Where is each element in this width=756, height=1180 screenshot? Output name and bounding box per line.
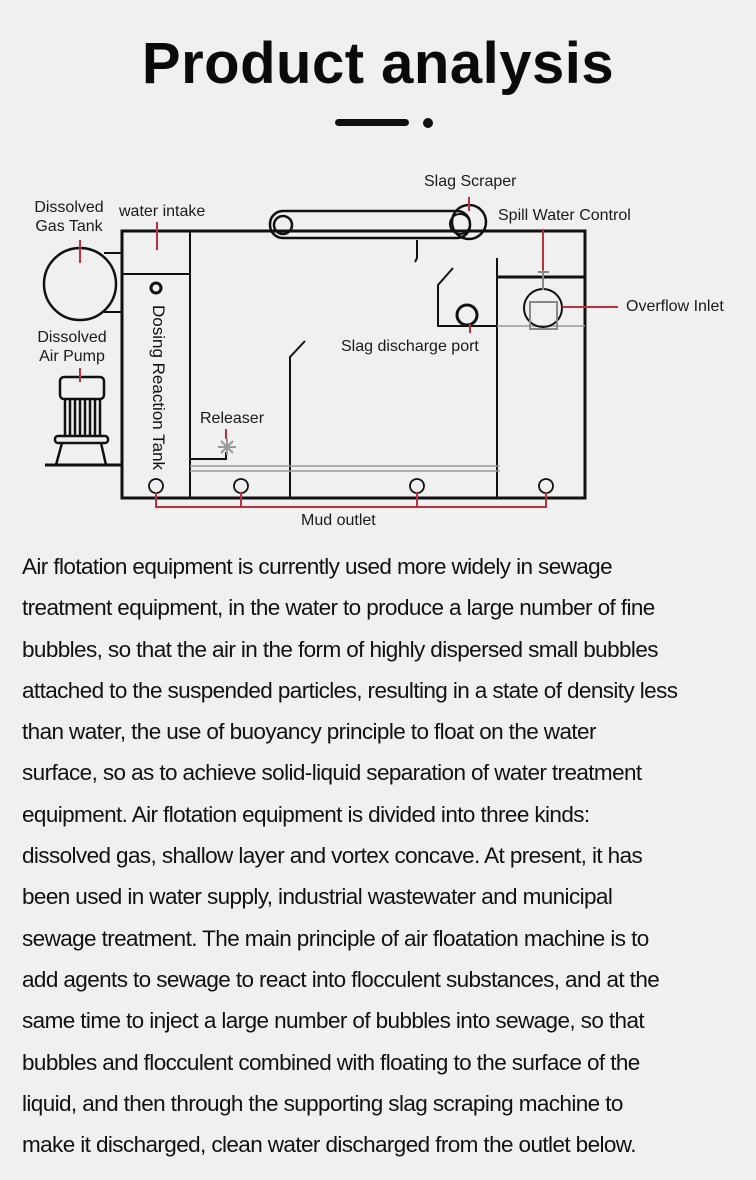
slag-discharge-port: [455, 303, 479, 327]
slag-scraper-belt: [268, 203, 488, 263]
description-line: treatment equipment, in the water to pro…: [22, 595, 655, 621]
label-slag-scraper: Slag Scraper: [424, 173, 517, 190]
title-underline-dot: [423, 118, 433, 128]
description-line: sewage treatment. The main principle of …: [22, 925, 649, 951]
description-line: than water, the use of buoyancy principl…: [22, 719, 596, 745]
page-title: Product analysis: [141, 31, 615, 96]
description-line: Air flotation equipment is currently use…: [22, 554, 613, 579]
description-line: same time to inject a large number of bu…: [22, 1008, 645, 1034]
description-line: liquid, and then through the supporting …: [22, 1090, 623, 1116]
label-dosing-reaction-tank: Dosing Reaction Tank: [149, 305, 168, 471]
description-line: been used in water supply, industrial wa…: [22, 884, 613, 910]
label-dissolved-air-pump: Dissolved Air Pump: [30, 328, 114, 366]
description-line: bubbles and flocculent combined with flo…: [22, 1049, 640, 1075]
dissolved-air-pump: [45, 375, 122, 467]
releaser-icon: [218, 439, 236, 455]
pointer-lines: [79, 197, 618, 508]
mud-outlets: [148, 478, 554, 494]
title-underline-bar: [335, 119, 409, 126]
main-tank: [120, 229, 587, 500]
label-line: Gas Tank: [35, 218, 103, 235]
label-line: Dissolved: [37, 329, 107, 346]
description-line: add agents to sewage to react into flocc…: [22, 966, 660, 992]
label-overflow-inlet: Overflow Inlet: [626, 298, 724, 315]
description-line: attached to the suspended particles, res…: [22, 677, 678, 703]
dosing-port: [149, 281, 163, 295]
label-slag-discharge-port: Slag discharge port: [341, 338, 479, 355]
description-line: bubbles, so that the air in the form of …: [22, 636, 658, 662]
label-releaser: Releaser: [200, 410, 265, 427]
label-dissolved-gas-tank: Dissolved Gas Tank: [28, 198, 110, 236]
description-paragraph: Air flotation equipment is currently use…: [22, 546, 752, 1165]
label-water-intake: water intake: [119, 203, 206, 220]
description-line: surface, so as to achieve solid-liquid s…: [22, 760, 642, 786]
description-line: dissolved gas, shallow layer and vortex …: [22, 843, 643, 869]
label-mud-outlet: Mud outlet: [301, 512, 376, 529]
label-spill-water-control: Spill Water Control: [498, 207, 631, 224]
label-line: Air Pump: [39, 348, 105, 365]
description-line: equipment. Air flotation equipment is di…: [22, 801, 590, 827]
air-flotation-diagram: [42, 197, 618, 508]
label-line: Dissolved: [34, 199, 104, 216]
description-line: make it discharged, clean water discharg…: [22, 1132, 636, 1158]
